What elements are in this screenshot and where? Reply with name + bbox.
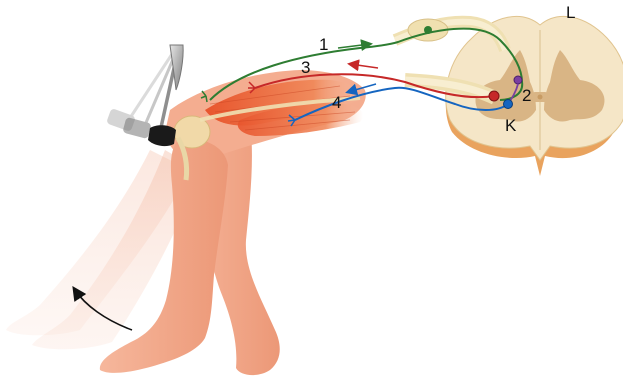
reflex-hammer-icon <box>106 45 183 146</box>
label-K: K <box>505 116 517 135</box>
label-pathway-1: 1 <box>319 35 328 54</box>
label-pathway-3: 3 <box>301 58 310 77</box>
label-pathway-2: 2 <box>522 86 531 105</box>
label-pathway-4: 4 <box>332 93 341 112</box>
label-L: L <box>566 3 575 22</box>
